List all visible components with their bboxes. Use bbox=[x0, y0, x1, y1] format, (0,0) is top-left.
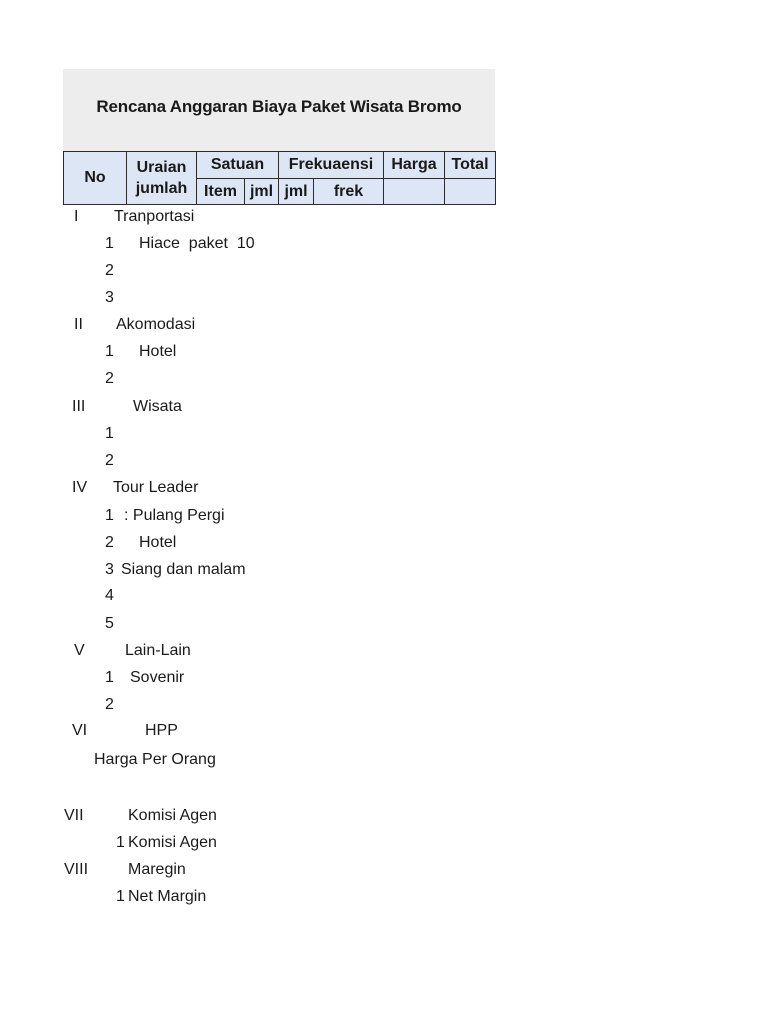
row-no: I bbox=[74, 208, 79, 225]
row-no: 1 bbox=[105, 669, 114, 686]
row-no: 4 bbox=[105, 587, 114, 604]
row-no: 1 bbox=[105, 425, 114, 442]
row-no: 1 bbox=[116, 834, 125, 851]
row-label: Siang dan malam bbox=[121, 561, 246, 578]
row-label: Lain-Lain bbox=[125, 642, 191, 659]
row-label: Hotel bbox=[139, 343, 177, 360]
row-label: : Pulang Pergi bbox=[124, 507, 225, 524]
header-item: Item bbox=[196, 178, 245, 205]
header-frekuaensi: Frekuaensi bbox=[278, 151, 384, 179]
header-satuan: Satuan bbox=[196, 151, 279, 179]
row-no: III bbox=[72, 398, 86, 415]
row-no: 2 bbox=[105, 452, 114, 469]
row-label: Wisata bbox=[133, 398, 182, 415]
row-no: 1 bbox=[105, 507, 114, 524]
row-no: 1 bbox=[105, 235, 114, 252]
budget-table-header: No Uraian jumlah Satuan Frekuaensi Harga… bbox=[63, 151, 496, 205]
row-no: 5 bbox=[105, 615, 114, 632]
row-label: Tour Leader bbox=[113, 479, 199, 496]
header-harga: Harga bbox=[383, 151, 445, 179]
row-no: 2 bbox=[105, 262, 114, 279]
row-no: 3 bbox=[105, 289, 114, 306]
header-uraian-line2: jumlah bbox=[135, 180, 188, 197]
page-title: Rencana Anggaran Biaya Paket Wisata Brom… bbox=[96, 97, 462, 116]
row-no: V bbox=[74, 642, 85, 659]
header-total-empty bbox=[444, 178, 496, 205]
header-uraian-line1: Uraian bbox=[136, 159, 187, 176]
header-satuan-jml: jml bbox=[244, 178, 279, 205]
row-no: 1 bbox=[116, 888, 125, 905]
row-no: II bbox=[74, 316, 83, 333]
row-label: Hotel bbox=[139, 534, 177, 551]
header-frek: frek bbox=[313, 178, 384, 205]
row-no: VIII bbox=[64, 861, 89, 878]
row-no: IV bbox=[72, 479, 88, 496]
row-label: Net Margin bbox=[128, 888, 207, 905]
row-label: Hiace paket 10 bbox=[139, 235, 255, 252]
row-no: VII bbox=[64, 807, 84, 824]
row-label: Harga Per Orang bbox=[94, 751, 216, 768]
header-total: Total bbox=[444, 151, 496, 179]
row-label: Sovenir bbox=[130, 669, 185, 686]
row-label: HPP bbox=[145, 722, 178, 739]
row-label: Maregin bbox=[128, 861, 186, 878]
row-no: 3 bbox=[105, 561, 114, 578]
header-harga-empty bbox=[383, 178, 445, 205]
header-no: No bbox=[63, 151, 127, 205]
row-label: Tranportasi bbox=[114, 208, 195, 225]
header-uraian: Uraian jumlah bbox=[126, 151, 197, 205]
title-band: Rencana Anggaran Biaya Paket Wisata Brom… bbox=[63, 69, 495, 151]
row-no: VI bbox=[72, 722, 88, 739]
row-no: 1 bbox=[105, 343, 114, 360]
row-label: Komisi Agen bbox=[128, 807, 217, 824]
row-no: 2 bbox=[105, 534, 114, 551]
row-label: Akomodasi bbox=[116, 316, 196, 333]
header-frek-jml: jml bbox=[278, 178, 314, 205]
row-no: 2 bbox=[105, 370, 114, 387]
row-label: Komisi Agen bbox=[128, 834, 217, 851]
row-no: 2 bbox=[105, 696, 114, 713]
